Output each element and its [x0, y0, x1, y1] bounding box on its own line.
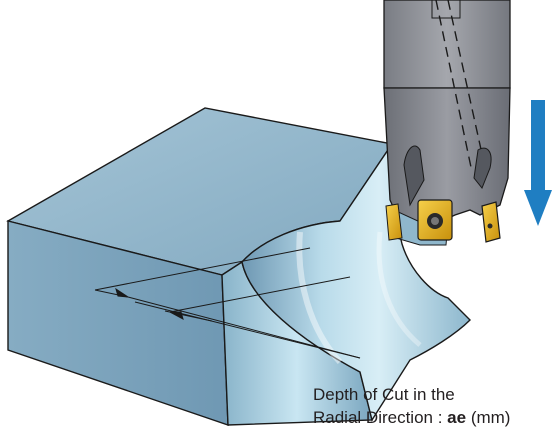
insert-front [417, 199, 453, 241]
down-arrow-icon [524, 100, 552, 226]
ae-symbol: ae [447, 408, 467, 427]
milling-cutter [383, 0, 511, 246]
cutting-inserts [385, 199, 501, 243]
dimension-lines [94, 247, 361, 359]
block-cut-surface [241, 141, 471, 422]
caption-line-2: Radial Direction : ae (mm) [313, 407, 510, 429]
tool-shank [383, 0, 511, 89]
insert-left [385, 203, 403, 241]
caption-prefix: Radial Direction : [313, 408, 448, 427]
workpiece-block [6, 107, 471, 426]
caption-line-1: Depth of Cut in the [313, 385, 455, 404]
caption-unit: (mm) [466, 408, 511, 427]
insert-right [481, 201, 501, 243]
